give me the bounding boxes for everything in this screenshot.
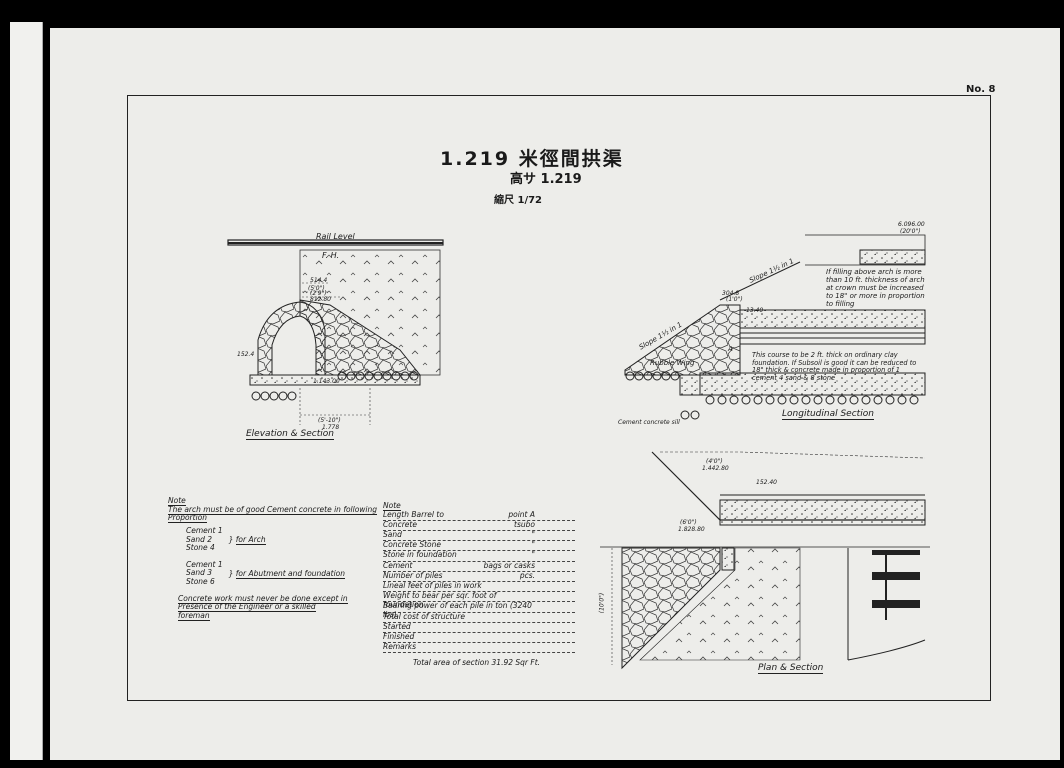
note-row: Length Barrel to point A <box>383 509 575 521</box>
note-row-value: " <box>531 530 535 539</box>
drawing-subtitle: 高サ 1.219 <box>510 172 582 187</box>
plan-dim-1: 1.442.80 <box>702 465 729 472</box>
arch-mix: Cement 1 Sand 2 Stone 4 } for Arch <box>186 525 378 553</box>
elevation-section-drawing <box>227 239 444 425</box>
elev-dim-3: 812.80 <box>310 296 331 303</box>
note-filling: If filling above arch is more than 10 ft… <box>826 268 925 309</box>
rail-level-label: Rail Level <box>316 232 355 241</box>
note-row-value: " <box>531 540 535 550</box>
note-row-label: Weight to bear per sqr. foot of foundati… <box>383 591 497 609</box>
abut-mix-sand: Sand 3 <box>186 568 213 578</box>
elev-dim-6: (5'-10") <box>318 417 341 424</box>
note-row: Number of piles pcs. <box>383 570 575 582</box>
plan-caption: Plan & Section <box>758 663 824 674</box>
note-right-heading: Note <box>383 501 401 511</box>
arch-mix-sand: Sand 2 <box>186 534 213 544</box>
page-number: No. 8 <box>966 84 996 95</box>
note-row-value: point A <box>508 509 535 519</box>
note-row: Remarks <box>383 642 575 654</box>
note-row-value: bags or casks <box>483 560 535 570</box>
elev-dim-0: 514.4 <box>310 277 328 284</box>
drawing-title: 1.219 米徑間拱渠 <box>440 148 624 170</box>
elev-dim-2: (2'9") <box>310 290 327 297</box>
plan-dim-2: 152.40 <box>756 479 777 486</box>
note-row-value: tsubo <box>514 519 535 529</box>
note-row-label: Cement <box>383 560 413 570</box>
arch-mix-cement: Cement 1 <box>186 525 223 535</box>
note-left-warning: Concrete work must never be done except … <box>178 593 348 621</box>
plan-section-drawing <box>600 451 930 670</box>
fh-label: F. H. <box>322 251 340 260</box>
note-row: Concrete tsubo <box>383 519 575 531</box>
note-row: Weight to bear per sqr. foot of foundati… <box>383 591 575 609</box>
drawing-frame <box>127 95 991 701</box>
note-row: Stone in foundation " <box>383 550 575 562</box>
abutment-mix: Cement 1 Sand 3 Stone 6 } for Abutment a… <box>186 559 378 587</box>
abut-mix-stone: Stone 6 <box>186 577 215 586</box>
rubble-wing-label: Rubble Wing <box>650 359 695 367</box>
long-dim-0: 6.096.00 <box>898 221 925 228</box>
note-row-label: Bearing power of each pile in ton (3240 … <box>383 601 532 619</box>
arch-mix-stone: Stone 4 <box>186 543 215 553</box>
note-row-label: Number of piles <box>383 570 443 580</box>
note-left-heading: Note <box>168 496 186 506</box>
cement-sill-label: Cement concrete sill <box>618 419 680 426</box>
note-row: Total cost of structure <box>383 611 575 623</box>
long-dim-3: (1'0") <box>726 296 743 303</box>
plan-dim-4: 1.828.80 <box>678 526 705 533</box>
note-row-label: Length Barrel to <box>383 509 444 519</box>
note-row-label: Started <box>383 621 411 631</box>
abut-mix-cement: Cement 1 <box>186 559 223 569</box>
note-left-line1: The arch must be of good Cement concrete… <box>168 504 378 524</box>
note-row-label: Concrete <box>383 519 417 529</box>
note-row-value: " <box>531 550 535 560</box>
note-course: This course to be 2 ft. thick on ordinar… <box>752 351 917 382</box>
note-row: Finished <box>383 631 575 644</box>
note-row-label: Sand <box>383 530 402 539</box>
elev-dim-1: (5'0") <box>308 285 325 292</box>
note-row: Lineal feet of piles in work <box>383 580 575 593</box>
long-dim-4: 13.40 <box>746 307 764 314</box>
note-row: Started <box>383 621 575 633</box>
point-a-label: A <box>728 345 733 353</box>
elev-dim-5: 1.143.00 <box>313 378 340 385</box>
note-right: Note Length Barrel to point A Concrete tsub… <box>383 501 575 668</box>
note-row-label: Remarks <box>383 642 417 652</box>
note-row-label: Stone in foundation <box>383 550 457 560</box>
film-edge-strip <box>10 22 43 760</box>
note-row-label: Lineal feet of piles in work <box>383 580 482 590</box>
note-left: Note The arch must be of good Cement con… <box>168 496 378 621</box>
total-area: Total area of section 31.92 Sqr Ft. <box>413 658 541 668</box>
plan-dim-5: (10'0") <box>598 592 606 614</box>
note-row: Sand " <box>383 530 575 542</box>
elev-dim-4: 152.4 <box>237 351 255 358</box>
note-row: Bearing power of each pile in ton (3240 … <box>383 601 575 619</box>
note-row-label: Concrete Stone <box>383 540 441 550</box>
elev-dim-7: 1.778 <box>322 424 340 431</box>
abutment-label: } for Abutment and foundation <box>228 568 346 579</box>
long-dim-1: (20'0") <box>900 228 921 235</box>
drawing-scale: 縮尺 1/72 <box>494 195 543 206</box>
longitudinal-section-drawing <box>624 234 926 420</box>
plan-dim-3: (6'0") <box>680 519 697 526</box>
plan-dim-0: (4'0") <box>706 458 723 465</box>
note-row-value: pcs. <box>519 570 535 580</box>
elevation-caption: Elevation & Section <box>246 429 334 440</box>
long-dim-2: 304.8 <box>722 290 740 297</box>
longitudinal-caption: Longitudinal Section <box>782 409 874 420</box>
note-row-label: Finished <box>383 631 415 641</box>
note-row: Cement bags or casks <box>383 560 575 572</box>
note-row: Concrete Stone " <box>383 540 575 552</box>
note-row-label: Total cost of structure <box>383 611 466 621</box>
arch-label: } for Arch <box>228 534 266 545</box>
